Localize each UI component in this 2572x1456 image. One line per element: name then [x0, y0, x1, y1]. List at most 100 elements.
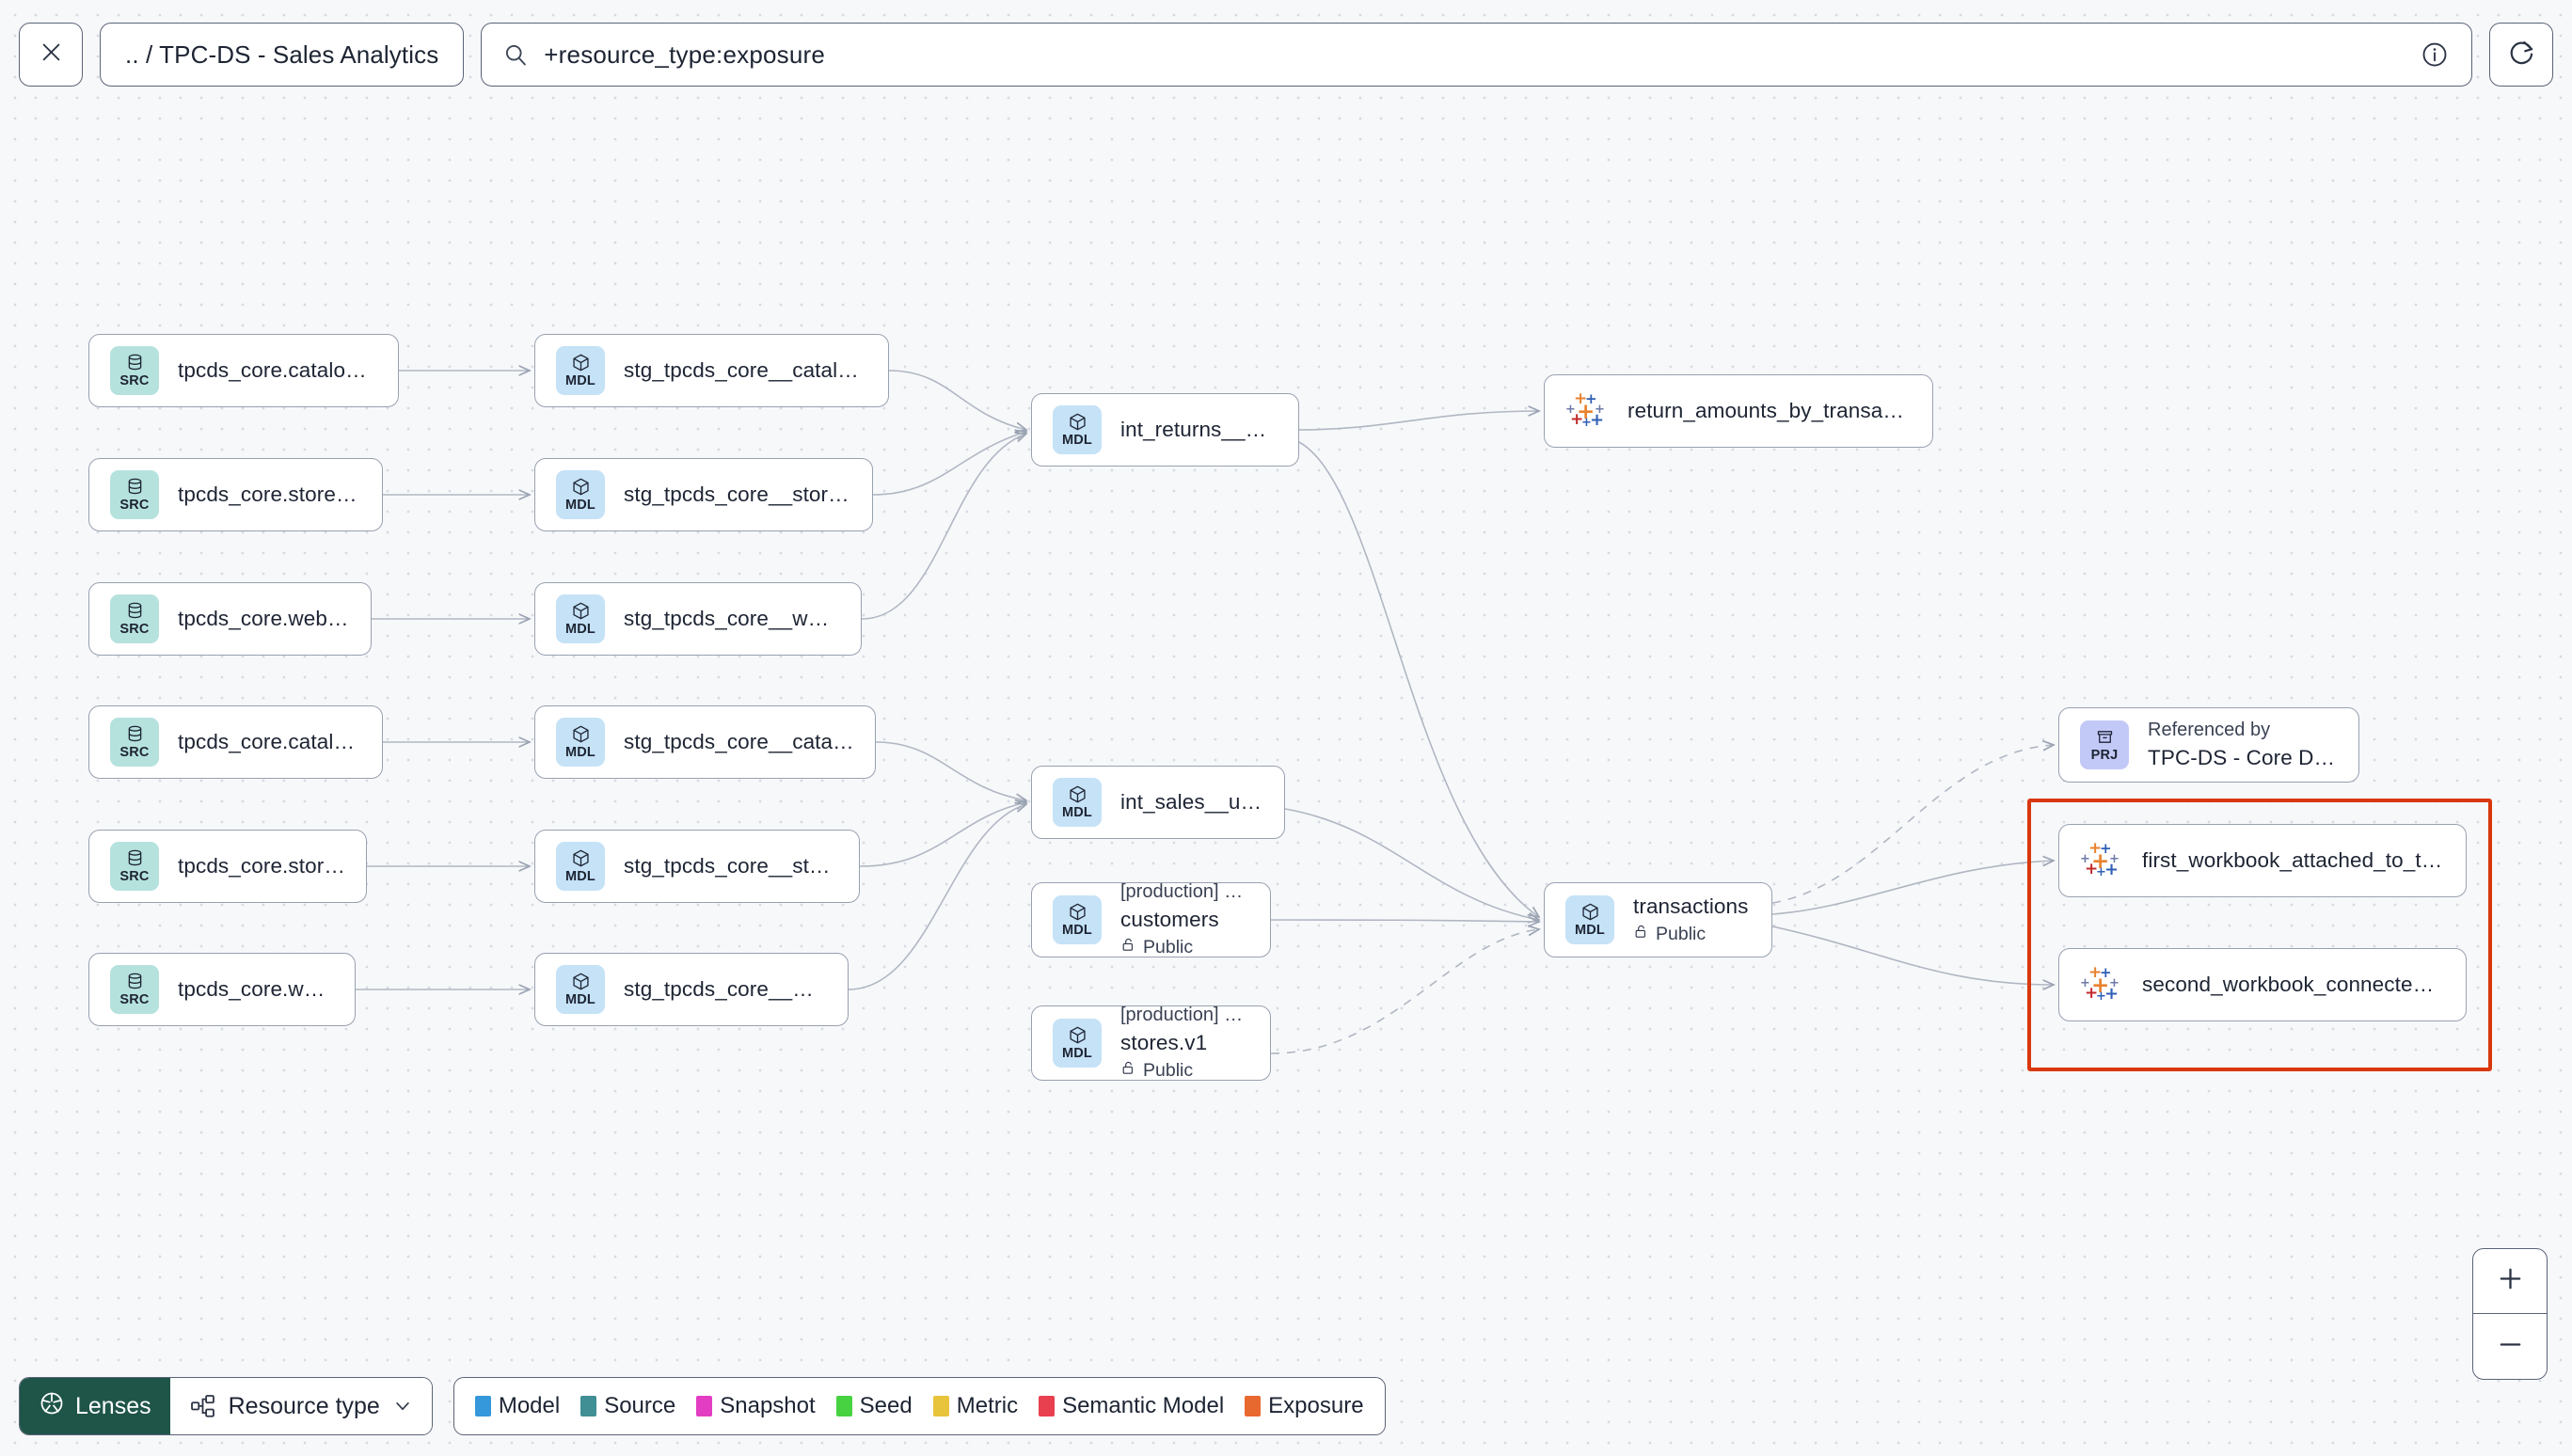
database-icon: [125, 724, 145, 744]
legend-label: Semantic Model: [1062, 1393, 1225, 1418]
node-badge-mdl: MDL: [1053, 1019, 1102, 1068]
graph-node-src_catalog_returns[interactable]: SRC tpcds_core.catalog_returns: [88, 334, 399, 407]
node-badge-mdl: MDL: [556, 346, 605, 395]
graph-node-stores_v1[interactable]: MDL[production] Project: TPC-DS - Core D…: [1031, 1005, 1271, 1081]
cube-icon: [571, 848, 591, 868]
graph-node-stg_web_returns[interactable]: MDL stg_tpcds_core__web_returns: [534, 582, 862, 656]
zoom-in-button[interactable]: [2473, 1249, 2547, 1314]
unlock-icon: [1633, 924, 1649, 945]
chevron-down-icon: [392, 1396, 413, 1416]
legend-label: Exposure: [1268, 1393, 1364, 1418]
search-bar[interactable]: +resource_type:exposure: [481, 23, 2472, 87]
node-body: stg_tpcds_core__web_returns: [624, 607, 840, 631]
search-input[interactable]: +resource_type:exposure: [544, 40, 826, 69]
node-badge-mdl: MDL: [556, 594, 605, 643]
unlock-icon: [1120, 937, 1136, 958]
node-label: stg_tpcds_core__web_sales: [624, 977, 827, 1001]
legend-item[interactable]: Seed: [835, 1393, 913, 1419]
node-badge-label: SRC: [119, 992, 150, 1008]
database-icon: [125, 848, 145, 868]
node-body: stg_tpcds_core__web_sales: [624, 977, 827, 1002]
node-badge-label: MDL: [564, 498, 595, 514]
cube-icon: [571, 353, 591, 372]
legend-item[interactable]: Source: [580, 1393, 675, 1419]
node-body: return_amounts_by_transaction_type: [1627, 399, 1912, 423]
graph-node-first_workbook[interactable]: ++++++++first_workbook_attached_to_tpc-d…: [2058, 824, 2467, 897]
node-label: stg_tpcds_core__catalog_sales: [624, 730, 854, 753]
graph-node-return_amounts[interactable]: ++++++++return_amounts_by_transaction_ty…: [1544, 374, 1933, 448]
node-label: return_amounts_by_transaction_type: [1627, 399, 1912, 422]
graph-node-second_workbook[interactable]: ++++++++second_workbook_connected_to_liv…: [2058, 948, 2467, 1021]
graph-node-stg_store_returns[interactable]: MDL stg_tpcds_core__store_returns: [534, 458, 873, 531]
node-label: stores.v1: [1120, 1031, 1208, 1054]
legend-item[interactable]: Snapshot: [696, 1393, 816, 1419]
hierarchy-icon: [189, 1393, 216, 1420]
node-badge-label: MDL: [1061, 1046, 1092, 1062]
graph-node-src_web_sales[interactable]: SRC tpcds_core.web_sales: [88, 953, 356, 1026]
breadcrumb[interactable]: .. / TPC-DS - Sales Analytics: [100, 23, 465, 87]
cube-icon: [571, 724, 591, 744]
legend-item[interactable]: Model: [474, 1393, 560, 1419]
node-badge-label: SRC: [119, 373, 150, 389]
zoom-out-button[interactable]: [2473, 1314, 2547, 1379]
bottom-toolbar: Lenses Resource type: [19, 1377, 1386, 1435]
node-body: int_sales__unioned: [1120, 790, 1263, 815]
legend-item[interactable]: Semantic Model: [1039, 1393, 1224, 1419]
node-body: tpcds_core.catalog_returns: [178, 358, 377, 383]
refresh-button[interactable]: [2489, 23, 2553, 87]
node-badge-label: MDL: [1061, 433, 1092, 449]
lenses-button[interactable]: Lenses: [20, 1378, 170, 1434]
info-icon[interactable]: [2421, 40, 2449, 69]
graph-node-stg_catalog_sales[interactable]: MDL stg_tpcds_core__catalog_sales: [534, 705, 876, 779]
legend-label: Snapshot: [720, 1393, 816, 1418]
legend-item[interactable]: Exposure: [1245, 1393, 1364, 1419]
node-badge-src: SRC: [110, 470, 159, 519]
cube-icon: [1068, 784, 1088, 804]
resource-type-label: Resource type: [228, 1392, 380, 1419]
node-body: stg_tpcds_core__catalog_returns: [624, 358, 867, 383]
cube-icon: [1068, 1025, 1088, 1045]
cube-icon: [1068, 902, 1088, 922]
lens-group: Lenses Resource type: [19, 1377, 433, 1435]
unlock-icon: [1120, 1060, 1136, 1082]
node-badge-src: SRC: [110, 965, 159, 1014]
node-badge-label: MDL: [564, 745, 595, 761]
graph-node-customers[interactable]: MDL[production] Project: TPC-DS - Core D…: [1031, 881, 1271, 958]
node-visibility: Public: [1120, 1060, 1249, 1082]
legend-swatch: [932, 1396, 949, 1416]
legend-item[interactable]: Metric: [932, 1393, 1018, 1419]
node-body: stg_tpcds_core__store_returns: [624, 483, 851, 507]
node-badge-mdl: MDL: [1565, 895, 1614, 944]
top-toolbar: .. / TPC-DS - Sales Analytics +resource_…: [0, 0, 2572, 109]
graph-node-src_store_returns[interactable]: SRC tpcds_core.store_returns: [88, 458, 383, 531]
node-label: tpcds_core.web_sales: [178, 977, 334, 1001]
node-label: transactions: [1633, 894, 1749, 918]
resource-type-dropdown[interactable]: Resource type: [169, 1378, 432, 1434]
node-body: second_workbook_connected_to_live…: [2142, 973, 2445, 997]
close-button[interactable]: [19, 23, 83, 87]
node-visibility-label: Public: [1143, 937, 1194, 957]
node-badge-label: MDL: [1061, 923, 1092, 939]
legend-swatch: [580, 1396, 597, 1416]
node-body: tpcds_core.store_returns: [178, 483, 361, 507]
database-icon: [125, 972, 145, 991]
graph-node-stg_catalog_returns[interactable]: MDL stg_tpcds_core__catalog_returns: [534, 334, 889, 407]
legend-swatch: [696, 1396, 713, 1416]
node-badge-label: SRC: [119, 498, 150, 514]
tableau-exposure-icon: ++++++++: [2080, 839, 2120, 879]
node-label: tpcds_core.catalog_sales: [178, 730, 361, 753]
node-body: tpcds_core.web_sales: [178, 977, 334, 1002]
node-visibility: Public: [1633, 924, 1749, 945]
node-label: tpcds_core.store_sales: [178, 854, 345, 878]
